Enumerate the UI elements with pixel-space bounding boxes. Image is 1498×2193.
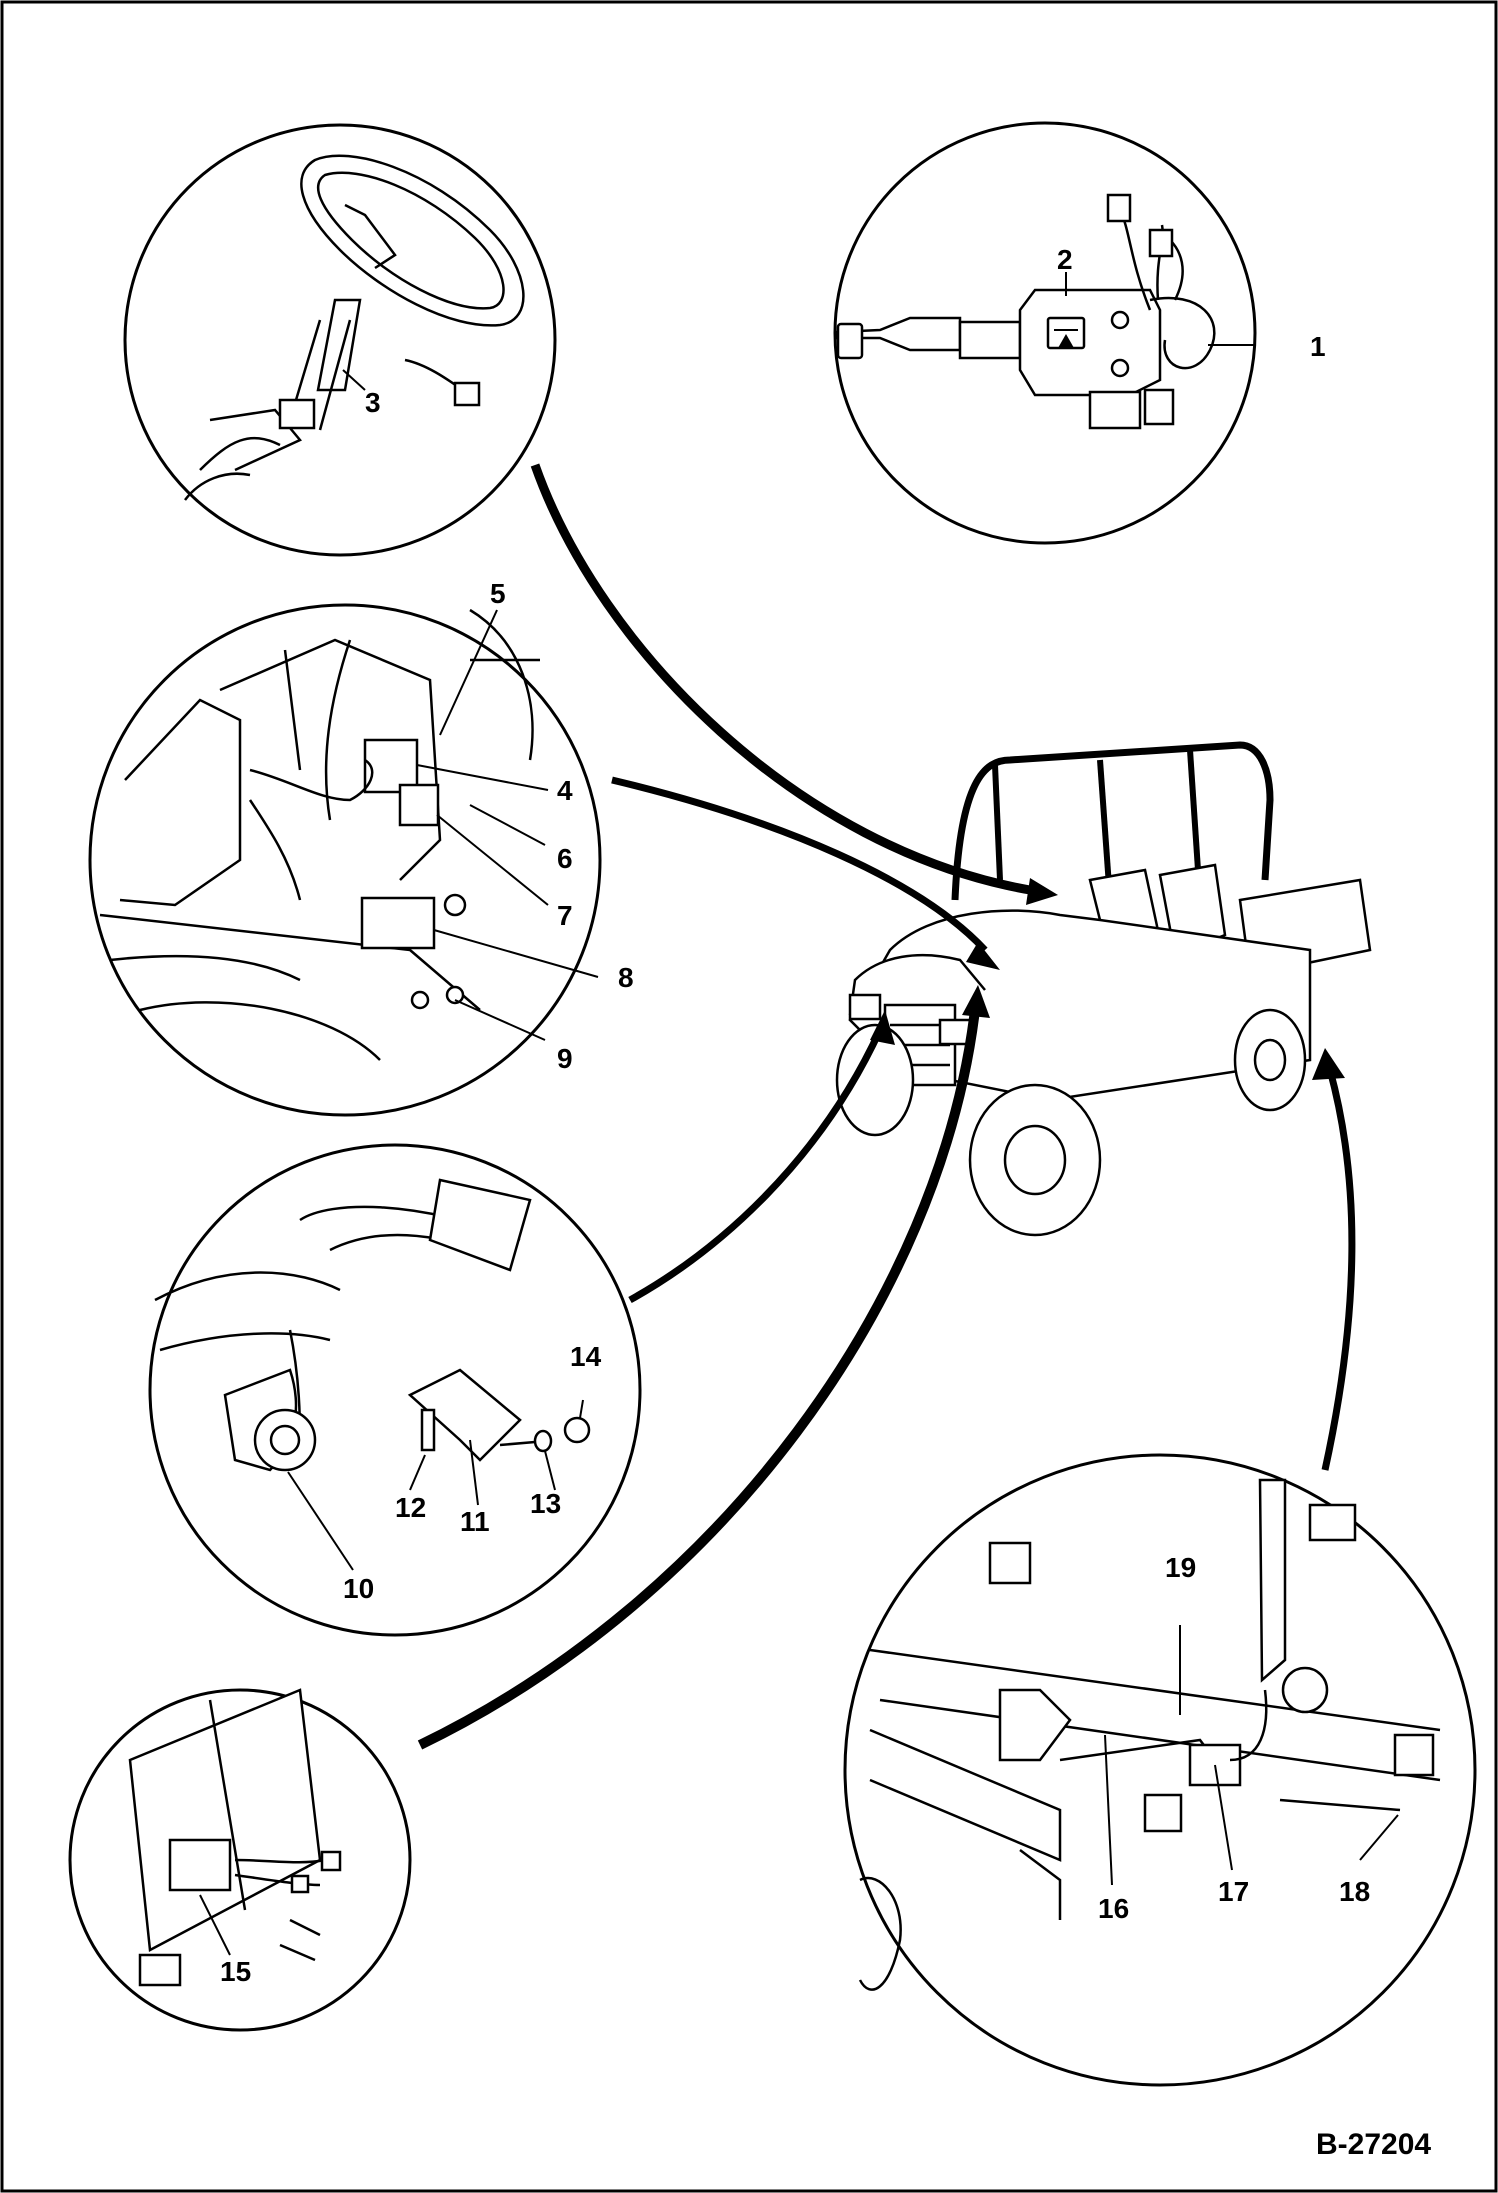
connector-arrows: [417, 463, 1356, 1750]
callout-6: 6: [557, 843, 573, 874]
callout-14: 14: [570, 1341, 602, 1372]
callout-7: 7: [557, 900, 573, 931]
detail-circle-relays: [88, 603, 602, 1117]
callout-4: 4: [557, 775, 573, 806]
callout-9: 9: [557, 1043, 573, 1074]
callout-16: 16: [1098, 1893, 1130, 1924]
callout-12: 12: [395, 1492, 427, 1523]
callout-10: 10: [343, 1573, 375, 1604]
callout-1: 1: [1310, 331, 1326, 362]
detail-circle-bracket-switch: [68, 1688, 412, 2032]
callout-5: 5: [490, 578, 506, 609]
figure-id: B-27204: [1316, 2128, 1432, 2161]
callout-17: 17: [1218, 1876, 1250, 1907]
detail-circle-steering: [123, 123, 557, 557]
callout-19: 19: [1165, 1552, 1197, 1583]
callout-8: 8: [618, 962, 634, 993]
callout-2: 2: [1057, 244, 1073, 275]
detail-circle-turn-switch: [833, 121, 1257, 545]
callout-11: 11: [460, 1506, 490, 1537]
callout-13: 13: [530, 1488, 562, 1519]
utility-vehicle: [835, 741, 1372, 1237]
arrowheads: [870, 878, 1345, 1080]
callout-18: 18: [1339, 1876, 1371, 1907]
detail-circle-horn: [148, 1143, 642, 1637]
detail-circle-frame: [843, 1453, 1477, 2087]
callout-3: 3: [365, 387, 381, 418]
callout-15: 15: [220, 1956, 252, 1987]
